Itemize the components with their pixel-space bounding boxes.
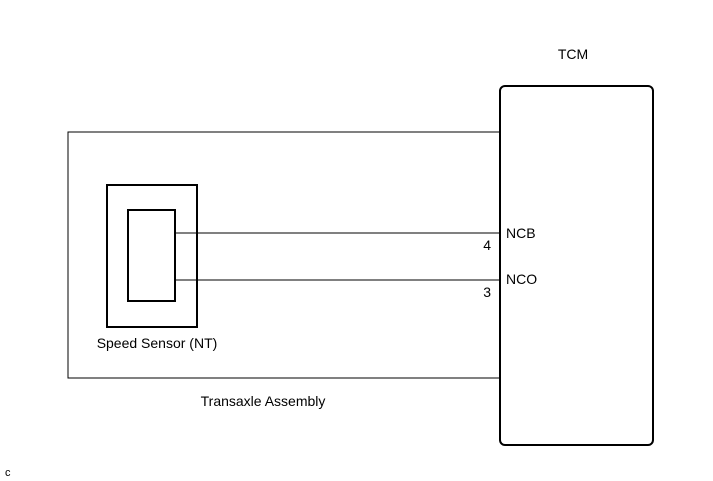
terminal-ncb-pin: 4 (483, 237, 491, 253)
corner-code: c (5, 467, 11, 479)
tcm-box (499, 85, 654, 446)
transaxle-assembly-label: Transaxle Assembly (201, 393, 326, 409)
transaxle-assembly-boundary (67, 131, 500, 379)
speed-sensor-outer-box (106, 184, 198, 328)
tcm-label: TCM (558, 46, 588, 62)
terminal-nco-pin: 3 (483, 284, 491, 300)
speed-sensor-label: Speed Sensor (NT) (97, 335, 218, 351)
terminal-nco-label: NCO (506, 271, 537, 287)
terminal-ncb-label: NCB (506, 225, 536, 241)
speed-sensor-coil (127, 209, 176, 302)
